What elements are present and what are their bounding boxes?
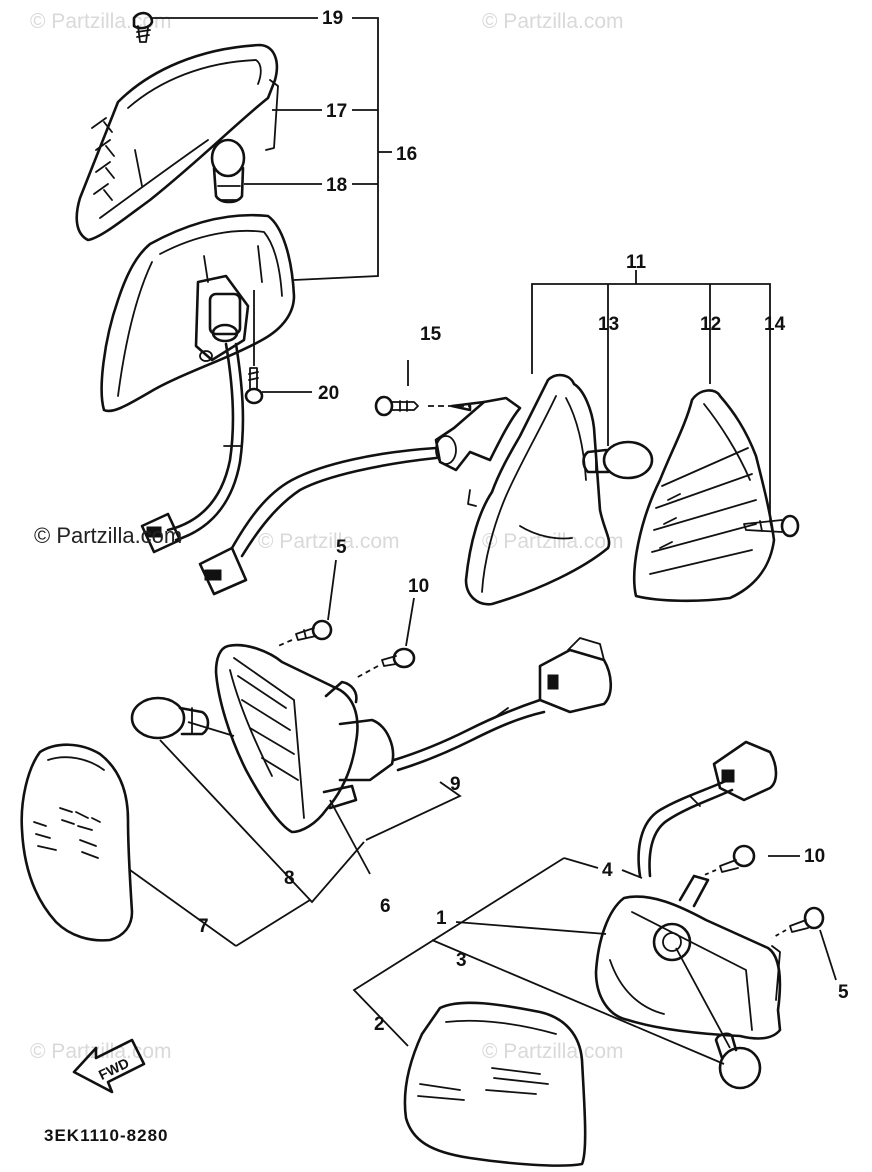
signal-housing-16: [100, 213, 296, 413]
callout-19: 19: [322, 8, 343, 29]
callout-6: 6: [380, 896, 391, 917]
screw-14: [743, 514, 800, 538]
callout-17: 17: [326, 101, 347, 122]
callout-10-lower: 10: [804, 846, 825, 867]
bulb-3: [675, 947, 762, 1090]
screw-5-lower: [771, 906, 825, 939]
callout-15: 15: [420, 324, 442, 345]
callout-11: 11: [626, 252, 647, 273]
screw-15: [374, 395, 470, 417]
callout-5-lower: 5: [838, 982, 849, 1003]
lens-7: [20, 743, 134, 942]
watermark-bottom-right: © Partzilla.com: [482, 1040, 624, 1063]
watermark-mid-right: © Partzilla.com: [482, 530, 624, 553]
lens-2: [403, 1001, 587, 1167]
watermark-dark: © Partzilla.com: [34, 523, 183, 548]
part-code: 3EK1110-8280: [44, 1126, 169, 1145]
wire-harness-mid: [392, 637, 613, 772]
wire-harness-left: [140, 342, 245, 554]
lens-12: [633, 389, 776, 603]
callout-7: 7: [198, 916, 209, 937]
callout-9: 9: [450, 774, 461, 795]
callout-5-upper: 5: [336, 537, 347, 558]
wire-harness-lower: [637, 740, 778, 878]
callout-2: 2: [374, 1014, 385, 1035]
callout-13: 13: [598, 314, 619, 335]
screw-10-lower: [701, 844, 756, 877]
callout-8: 8: [284, 868, 295, 889]
bulb-13: [582, 440, 654, 480]
callout-18: 18: [326, 175, 347, 196]
bulb-18: [210, 138, 246, 204]
callout-12: 12: [700, 314, 721, 335]
signal-housing-11: [434, 373, 611, 606]
screw-5-upper: [277, 619, 333, 647]
callout-10-upper: 10: [408, 576, 429, 597]
screw-19: [132, 11, 154, 43]
signal-housing-1: [594, 874, 782, 1040]
bulb-8: [130, 696, 210, 740]
callout-4: 4: [602, 860, 613, 881]
rear-signal-lens-17: [75, 43, 279, 242]
screw-10-upper: [355, 647, 416, 679]
leader-lines: [129, 17, 837, 1065]
callout-labels: 19 17 16 18 20 11 13 12 14 15 5 10 9 8 6…: [198, 8, 849, 1035]
wire-harness-right: [198, 446, 438, 596]
watermark-mid-center: © Partzilla.com: [258, 530, 400, 553]
watermark-bottom-left: © Partzilla.com: [30, 1040, 172, 1063]
screw-20: [244, 290, 264, 405]
callout-16: 16: [396, 144, 417, 165]
watermark-top-right: © Partzilla.com: [482, 10, 624, 33]
callout-1: 1: [436, 908, 447, 929]
callout-14: 14: [764, 314, 786, 335]
callout-3: 3: [456, 950, 467, 971]
signal-housing-6: [214, 643, 395, 834]
watermark-group: © Partzilla.com © Partzilla.com © Partzi…: [30, 10, 624, 1063]
callout-20: 20: [318, 383, 339, 404]
